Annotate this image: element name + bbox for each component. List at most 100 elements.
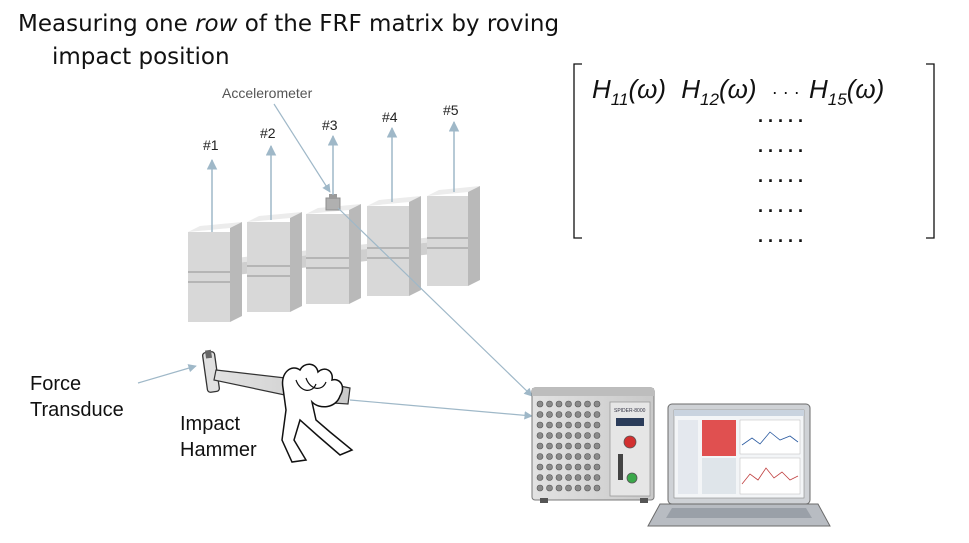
matrix-dot-row-3: . . . . . bbox=[758, 166, 803, 186]
force-transducer-label: Force Transduce bbox=[30, 373, 124, 421]
analyzer-input-port bbox=[536, 411, 544, 418]
impact-hammer-illustration bbox=[202, 349, 354, 463]
analyzer-input-port bbox=[546, 421, 553, 429]
analyzer-input-port bbox=[593, 484, 601, 492]
analyzer-input-port bbox=[555, 463, 563, 471]
position-label-3: #3 bbox=[322, 117, 338, 133]
accelerometer-label: Accelerometer bbox=[222, 85, 313, 101]
analyzer-input-port bbox=[555, 421, 563, 429]
analyzer-input-port bbox=[536, 453, 544, 460]
analyzer-input-port bbox=[536, 484, 544, 492]
matrix-first-row: H11(ω) H12(ω) · · · H15(ω) bbox=[592, 74, 884, 109]
matrix-term-h15: H bbox=[809, 74, 828, 104]
analyzer-input-port bbox=[555, 400, 563, 408]
position-label-5: #5 bbox=[443, 102, 459, 118]
analyzer-input-port bbox=[584, 400, 591, 408]
analyzer-input-port bbox=[565, 411, 572, 418]
analyzer-input-port bbox=[555, 484, 563, 492]
matrix-dot-row-1: . . . . . bbox=[758, 106, 803, 126]
analyzer-input-port bbox=[593, 474, 601, 481]
analyzer-input-port bbox=[584, 432, 591, 439]
position-label-4: #4 bbox=[382, 109, 398, 125]
analyzer-input-port bbox=[565, 400, 572, 408]
analyzer-input-port bbox=[565, 463, 572, 471]
analyzer-input-port bbox=[593, 400, 601, 408]
analyzer-input-port bbox=[565, 484, 572, 492]
analyzer-input-port bbox=[584, 411, 591, 418]
analyzer-input-port bbox=[555, 442, 563, 450]
analyzer-input-port bbox=[536, 432, 544, 439]
test-structure bbox=[188, 186, 480, 322]
analyzer-input-port bbox=[555, 432, 563, 439]
force-transducer-leader bbox=[137, 364, 197, 384]
matrix-left-bracket bbox=[573, 63, 582, 239]
matrix-dot-row-4: . . . . . bbox=[758, 196, 803, 216]
analyzer-input-port bbox=[593, 421, 601, 429]
analyzer-input-port bbox=[593, 432, 601, 439]
analyzer-input-port bbox=[546, 484, 553, 492]
analyzer-input-port bbox=[574, 474, 582, 481]
matrix-term-h11: H bbox=[592, 74, 611, 104]
analyzer-input-port bbox=[574, 411, 582, 418]
analyzer-input-port bbox=[546, 463, 553, 471]
analyzer-input-port bbox=[593, 411, 601, 418]
analyzer-input-port bbox=[536, 463, 544, 471]
impact-hammer-label: Impact Hammer bbox=[180, 413, 257, 461]
analyzer-input-port bbox=[555, 474, 563, 481]
analyzer-brand-label: SPIDER-8000 bbox=[614, 408, 646, 414]
accelerometer-leader bbox=[273, 103, 331, 193]
block-1 bbox=[188, 222, 242, 322]
matrix-row-ellipsis: · · · bbox=[772, 82, 800, 102]
matrix-term-h12: H bbox=[681, 74, 700, 104]
analyzer-input-port bbox=[536, 400, 544, 408]
slide-title: Measuring one row of the FRF matrix by r… bbox=[18, 8, 638, 74]
analyzer-input-port bbox=[565, 432, 572, 439]
analyzer-input-port bbox=[574, 421, 582, 429]
title-emphasis: row bbox=[195, 11, 238, 37]
title-line-2: impact position bbox=[52, 44, 230, 70]
analyzer-input-port bbox=[584, 474, 591, 481]
analyzer-input-port bbox=[546, 400, 553, 408]
analyzer-input-port bbox=[584, 453, 591, 460]
block-3 bbox=[306, 204, 361, 304]
analyzer-input-port bbox=[565, 442, 572, 450]
laptop-computer bbox=[647, 403, 831, 527]
analyzer-input-port bbox=[536, 421, 544, 429]
analyzer-input-port bbox=[546, 411, 553, 418]
analyzer-input-port bbox=[584, 421, 591, 429]
analyzer-input-port bbox=[584, 484, 591, 492]
analyzer-input-port bbox=[584, 442, 591, 450]
position-label-2: #2 bbox=[260, 125, 276, 141]
analyzer-input-port bbox=[593, 442, 601, 450]
analyzer-input-port bbox=[555, 453, 563, 460]
analyzer-input-port bbox=[546, 453, 553, 460]
analyzer-input-port bbox=[536, 474, 544, 481]
block-2 bbox=[247, 212, 302, 312]
matrix-dot-row-5: . . . . . bbox=[758, 226, 803, 246]
matrix-dot-row-2: . . . . . bbox=[758, 136, 803, 156]
title-prefix: Measuring one bbox=[18, 11, 196, 37]
position-arrows bbox=[206, 120, 460, 232]
block-4 bbox=[367, 196, 421, 296]
accelerometer-sensor bbox=[325, 194, 341, 211]
analyzer-input-port bbox=[574, 484, 582, 492]
analyzer-input-port bbox=[593, 453, 601, 460]
analyzer-input-port bbox=[555, 411, 563, 418]
analyzer-input-port bbox=[546, 474, 553, 481]
analyzer-input-port bbox=[565, 421, 572, 429]
signal-line-hammer bbox=[349, 399, 533, 420]
matrix-right-bracket bbox=[926, 63, 935, 239]
analyzer-input-port bbox=[546, 442, 553, 450]
analyzer-input-port bbox=[574, 442, 582, 450]
block-5 bbox=[427, 186, 480, 286]
analyzer-input-port bbox=[546, 432, 553, 439]
power-button[interactable] bbox=[623, 435, 637, 449]
dynamic-signal-analyzer: SPIDER-8000 bbox=[531, 387, 655, 503]
analyzer-input-port bbox=[593, 463, 601, 471]
analyzer-input-port bbox=[584, 463, 591, 471]
screen-red-panel bbox=[702, 420, 736, 456]
status-button[interactable] bbox=[626, 472, 638, 484]
analyzer-input-port bbox=[565, 474, 572, 481]
analyzer-input-port bbox=[536, 442, 544, 450]
